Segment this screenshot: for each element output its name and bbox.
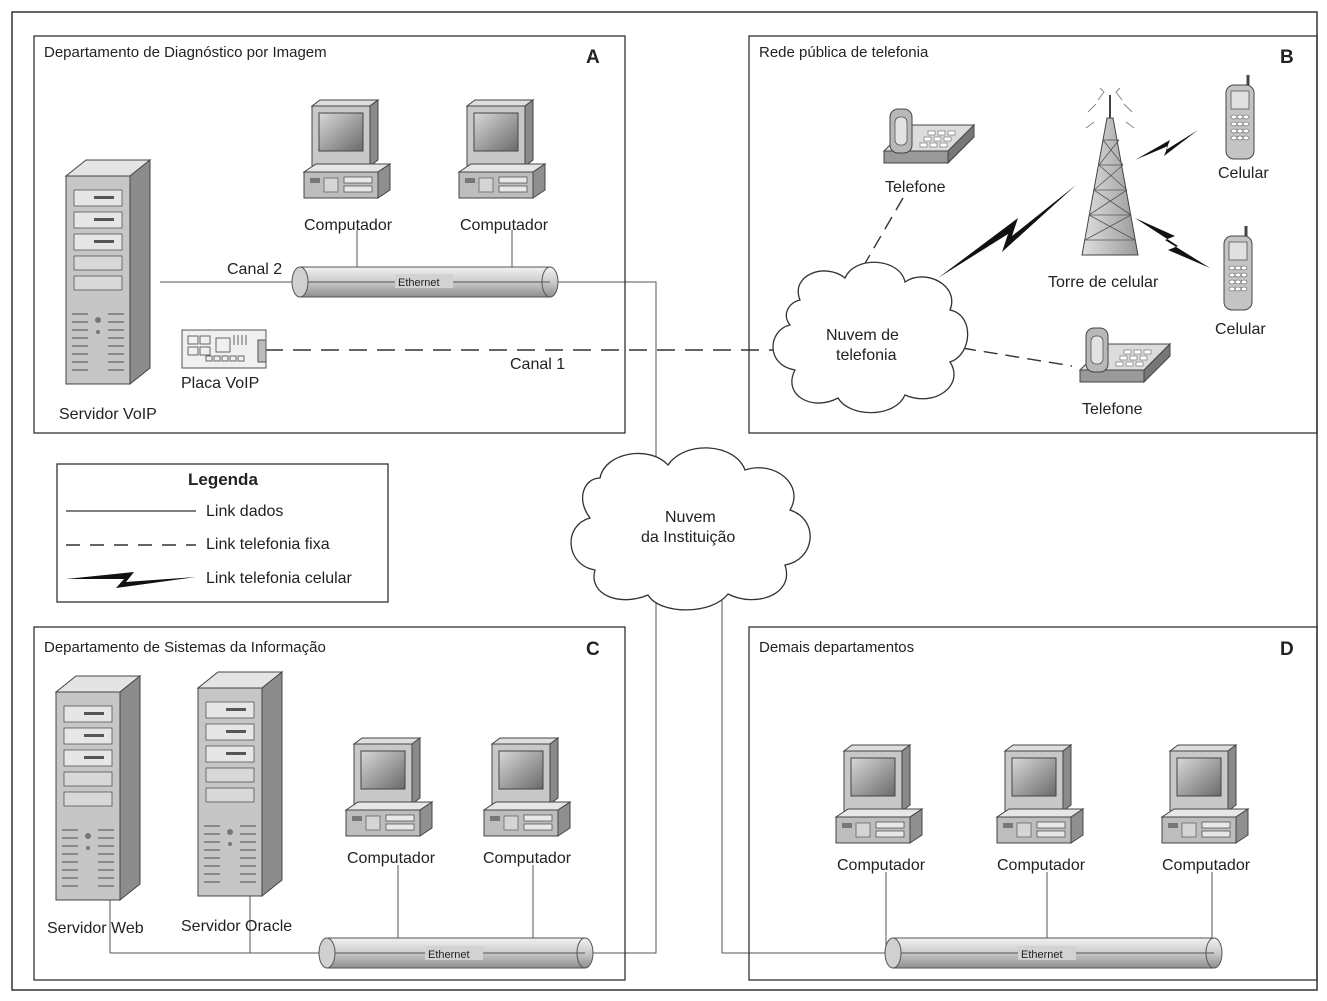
ethernet-label-c: Ethernet [428, 949, 470, 961]
institution-cloud-label-2: da Instituição [641, 529, 735, 546]
legend-title: Legenda [188, 470, 258, 489]
panel-b [748, 35, 1318, 434]
panel-c-letter: C [586, 639, 600, 660]
computer-a2-label: Computador [460, 217, 549, 234]
computer-d2-icon [996, 744, 1084, 844]
server-voip-icon [65, 159, 151, 385]
institution-cloud-shape [570, 447, 811, 611]
cellphone-2-icon [1222, 224, 1254, 312]
canal2-label: Canal 2 [227, 261, 282, 278]
ethernet-bus-c: Ethernet [318, 937, 594, 969]
link-cloud-d [721, 596, 893, 954]
computer-d1-label: Computador [837, 857, 926, 874]
computer-c2-label: Computador [483, 850, 572, 867]
panel-b-letter: B [1280, 47, 1294, 68]
computer-d1-icon [835, 744, 923, 844]
computer-a1-icon [303, 99, 391, 199]
tower-label: Torre de celular [1048, 274, 1159, 291]
computer-c1-label: Computador [347, 850, 436, 867]
servidor-oracle-label: Servidor Oracle [181, 918, 292, 935]
telefone-2-label: Telefone [1082, 401, 1143, 418]
server-oracle-icon [197, 671, 283, 897]
cell-link-bolt-1 [938, 185, 1076, 278]
computer-c1-icon [345, 737, 433, 837]
link-phone2 [961, 347, 1073, 367]
computer-a2-icon [458, 99, 546, 199]
computer-a1-label: Computador [304, 217, 393, 234]
servidor-web-label: Servidor Web [47, 920, 144, 937]
placa-voip-label: Placa VoIP [181, 375, 259, 392]
computer-c2-icon [483, 737, 571, 837]
legend-item-data: Link dados [206, 503, 283, 520]
ethernet-bus-d: Ethernet [884, 937, 1223, 969]
phone-cloud-label-2: telefonia [836, 347, 897, 364]
panel-a-letter: A [586, 47, 600, 68]
ethernet-label-d: Ethernet [1021, 949, 1063, 961]
voip-card-icon [181, 329, 267, 369]
ethernet-bus-a: Ethernet [291, 266, 559, 298]
server-web-icon [55, 675, 141, 901]
servidor-voip-label: Servidor VoIP [59, 406, 157, 423]
canal1-label: Canal 1 [510, 356, 565, 373]
panel-c [33, 626, 626, 981]
panel-a-title: Departamento de Diagnóstico por Imagem [44, 44, 327, 61]
link-cloud-c [585, 596, 657, 954]
cell-link-bolt-3 [1135, 218, 1210, 268]
ethernet-label-a: Ethernet [398, 277, 440, 289]
link-phone1 [859, 197, 904, 273]
cellphone-1-icon [1224, 73, 1256, 161]
panel-d [748, 626, 1318, 981]
computer-d3-icon [1161, 744, 1249, 844]
computer-d3-label: Computador [1162, 857, 1251, 874]
cell-link-bolt-2 [1135, 130, 1198, 160]
panel-d-title: Demais departamentos [759, 639, 914, 656]
legend-item-cell: Link telefonia celular [206, 570, 353, 587]
panel-d-letter: D [1280, 639, 1294, 660]
telefone-1-label: Telefone [885, 179, 946, 196]
phone-cloud-label-1: Nuvem de [826, 327, 899, 344]
legend-item-fixed: Link telefonia fixa [206, 536, 330, 553]
computer-d2-label: Computador [997, 857, 1086, 874]
cell-tower-icon [1081, 87, 1139, 256]
celular-2-label: Celular [1215, 321, 1266, 338]
institution-cloud-label-1: Nuvem [665, 509, 716, 526]
legend-bolt-icon [66, 572, 196, 588]
panel-b-title: Rede pública de telefonia [759, 44, 929, 61]
link-a-cloud [550, 281, 657, 462]
panel-a [33, 35, 626, 434]
panel-c-title: Departamento de Sistemas da Informação [44, 639, 326, 656]
celular-1-label: Celular [1218, 165, 1269, 182]
phone-cloud-shape [772, 261, 969, 414]
